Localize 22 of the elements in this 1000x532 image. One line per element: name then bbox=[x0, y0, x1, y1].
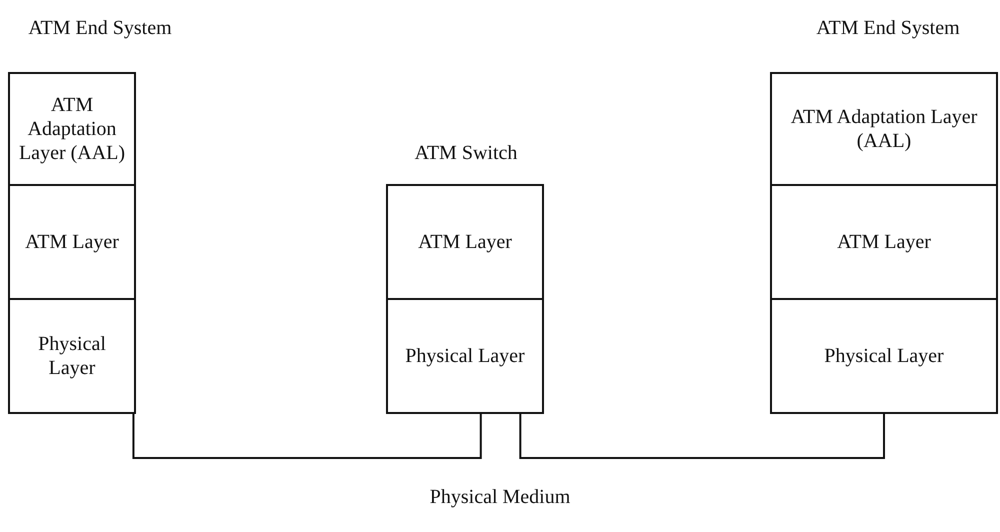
layer-box bbox=[770, 184, 998, 300]
system-heading: ATM Switch bbox=[414, 142, 518, 165]
layer-label: ATM Layer bbox=[836, 230, 932, 254]
layer-box bbox=[770, 298, 998, 414]
layer-label: ATM Adaptation Layer (AAL) bbox=[790, 105, 978, 153]
layer-label: ATM Adaptation Layer (AAL) bbox=[18, 93, 126, 165]
medium-label: Physical Medium bbox=[430, 486, 570, 509]
system-heading: ATM End System bbox=[28, 17, 172, 40]
layer-box bbox=[8, 298, 136, 414]
layer-label: Physical Layer bbox=[823, 344, 945, 368]
layer-box bbox=[770, 72, 998, 186]
system-heading: ATM End System bbox=[816, 17, 960, 40]
layer-label: ATM Layer bbox=[24, 230, 120, 254]
layer-label: Physical Layer bbox=[37, 332, 107, 380]
layer-box bbox=[8, 184, 136, 300]
layer-box bbox=[386, 298, 544, 414]
layer-label: ATM Layer bbox=[417, 230, 513, 254]
connector-line bbox=[132, 414, 482, 459]
layer-box bbox=[386, 184, 544, 300]
connector-line bbox=[519, 414, 885, 459]
layer-label: Physical Layer bbox=[404, 344, 526, 368]
layer-box bbox=[8, 72, 136, 186]
